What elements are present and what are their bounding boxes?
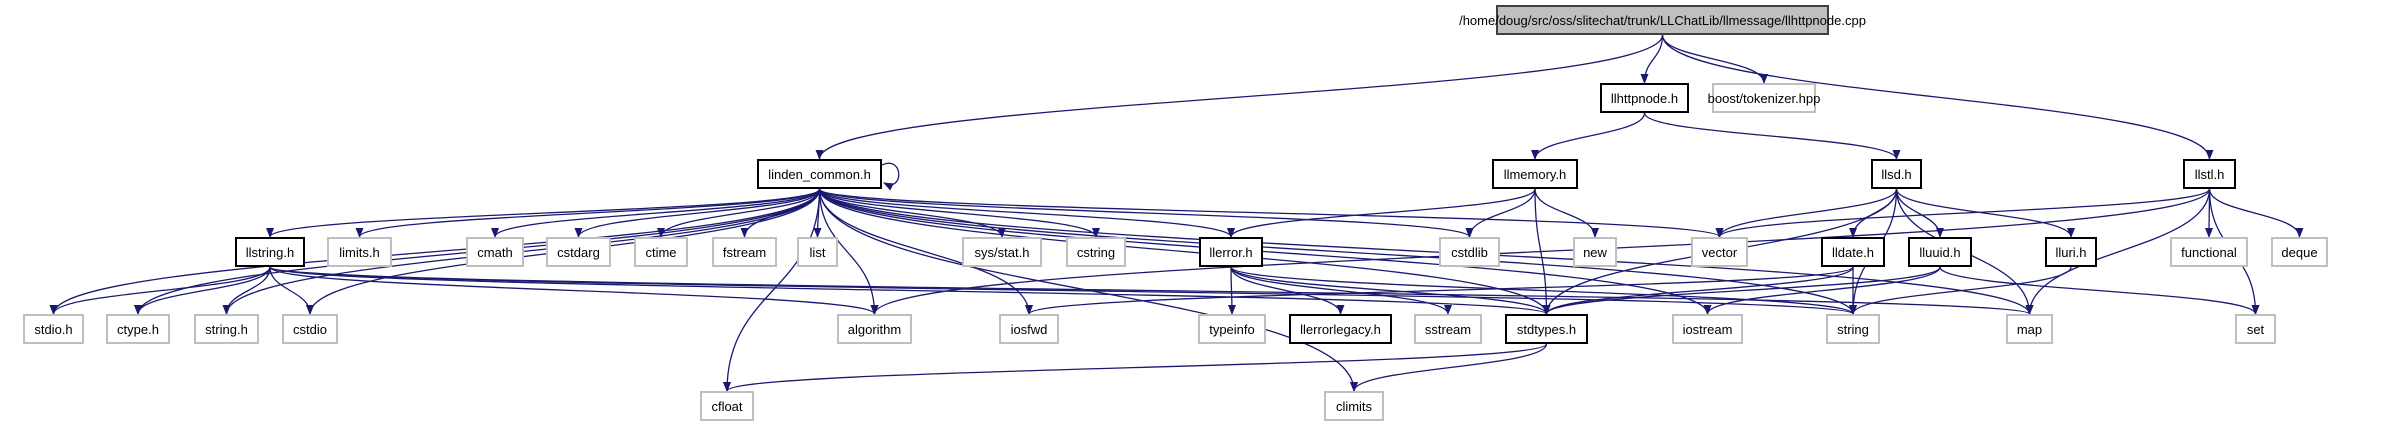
edge-linden_common-to-llstring [266, 188, 821, 238]
edge-llerror-to-typeinfo [1227, 266, 1236, 315]
edge-llhttpnode-to-llmemory [1531, 112, 1646, 160]
edge-llerror-to-llerrorlegacy [1230, 266, 1345, 315]
node-functional[interactable]: functional [2170, 237, 2248, 267]
edge-llmemory-to-new [1534, 188, 1599, 238]
node-vector[interactable]: vector [1691, 237, 1748, 267]
node-stdtypes[interactable]: stdtypes.h [1505, 314, 1588, 344]
edge-root-to-linden_common [815, 34, 1664, 160]
node-cstdio[interactable]: cstdio [282, 314, 338, 344]
edge-linden_common-to-cstdarg [574, 188, 821, 238]
node-map[interactable]: map [2006, 314, 2053, 344]
node-llstring[interactable]: llstring.h [235, 237, 305, 267]
node-climits[interactable]: climits [1324, 391, 1384, 421]
edge-linden_common-to-ctime [657, 188, 821, 238]
edge-linden_common-to-stdio [49, 188, 821, 315]
edge-llstring-to-cstdio [269, 266, 314, 315]
node-string[interactable]: string [1826, 314, 1880, 344]
node-ctime[interactable]: ctime [634, 237, 688, 267]
edge-lluuid-to-iostream [1703, 266, 1941, 315]
node-typeinfo[interactable]: typeinfo [1198, 314, 1266, 344]
edge-linden_common-to-llerror [818, 188, 1235, 238]
node-llstl[interactable]: llstl.h [2183, 159, 2236, 189]
node-iostream[interactable]: iostream [1672, 314, 1743, 344]
node-llerror[interactable]: llerror.h [1199, 237, 1263, 267]
node-stringh[interactable]: string.h [194, 314, 259, 344]
edge-linden_common-to-cstring [818, 188, 1100, 238]
edge-stdtypes-to-climits [1350, 343, 1548, 392]
node-ctype[interactable]: ctype.h [106, 314, 170, 344]
edge-linden_common-to-string [818, 188, 1857, 315]
node-limits[interactable]: limits.h [327, 237, 392, 267]
edge-linden_common-to-iostream [818, 188, 1712, 315]
node-iosfwd[interactable]: iosfwd [999, 314, 1059, 344]
node-lldate[interactable]: lldate.h [1821, 237, 1885, 267]
edge-lldate-to-stdtypes [1542, 266, 1854, 315]
edge-lluuid-to-stdtypes [1542, 266, 1941, 315]
edge-llstring-to-algorithm [269, 266, 879, 315]
edge-llstring-to-stdio [49, 266, 271, 315]
edge-linden_common-to-algorithm [818, 188, 879, 315]
edge-linden_common-to-vector [818, 188, 1724, 238]
node-sstream[interactable]: sstream [1414, 314, 1482, 344]
node-llhttpnode[interactable]: llhttpnode.h [1600, 83, 1689, 113]
node-cstdlib[interactable]: cstdlib [1439, 237, 1500, 267]
edge-llmemory-to-cstdlib [1465, 188, 1536, 238]
edge-llsd-to-lluri [1895, 188, 2075, 238]
edge-lluri-to-string [1849, 266, 2072, 315]
edge-llstl-to-map [2025, 188, 2211, 315]
node-cfloat[interactable]: cfloat [700, 391, 754, 421]
node-deque[interactable]: deque [2271, 237, 2328, 267]
node-cmath[interactable]: cmath [466, 237, 524, 267]
edge-linden_common-to-limits [355, 188, 821, 238]
node-linden_common[interactable]: linden_common.h [757, 159, 882, 189]
edge-lldate-to-iosfwd [1025, 266, 1854, 315]
edge-llstl-to-deque [2208, 188, 2304, 238]
edge-linden_common-to-stdtypes [818, 188, 1551, 315]
node-llerrorlegacy[interactable]: llerrorlegacy.h [1289, 314, 1392, 344]
edge-llstl-to-algorithm [870, 188, 2211, 315]
node-sysstat[interactable]: sys/stat.h [962, 237, 1042, 267]
node-cstdarg[interactable]: cstdarg [546, 237, 611, 267]
node-algorithm[interactable]: algorithm [837, 314, 912, 344]
edge-linden_common-to-linden_common [881, 162, 900, 191]
node-root: /home/doug/src/oss/slitechat/trunk/LLCha… [1459, 5, 1866, 35]
edge-llmemory-to-llerror [1227, 188, 1536, 238]
node-llmemory[interactable]: llmemory.h [1492, 159, 1578, 189]
edge-stdtypes-to-cfloat [723, 343, 1548, 392]
node-set[interactable]: set [2235, 314, 2276, 344]
edge-llstring-to-stringh [222, 266, 271, 315]
edge-llerror-to-sstream [1230, 266, 1452, 315]
edge-llstring-to-map [269, 266, 2033, 315]
edge-llerror-to-string [1230, 266, 1857, 315]
node-tokenizer[interactable]: boost/tokenizer.hpp [1708, 83, 1820, 113]
node-lluri[interactable]: lluri.h [2045, 237, 2097, 267]
edge-root-to-tokenizer [1661, 34, 1768, 84]
edge-linden_common-to-cstdlib [818, 188, 1474, 238]
edge-lluuid-to-set [1939, 266, 2260, 315]
node-cstring[interactable]: cstring [1066, 237, 1126, 267]
edge-llstring-to-ctype [134, 266, 271, 315]
edge-llsd-to-vector [1715, 188, 1898, 238]
edge-llerror-to-stdtypes [1230, 266, 1551, 315]
node-llsd[interactable]: llsd.h [1871, 159, 1922, 189]
edge-llstl-to-vector [1715, 188, 2211, 238]
edge-llhttpnode-to-llsd [1643, 112, 1901, 160]
edge-linden_common-to-cmath [491, 188, 821, 238]
node-fstream[interactable]: fstream [712, 237, 777, 267]
edge-llstring-to-stdtypes [269, 266, 1551, 315]
node-new[interactable]: new [1573, 237, 1617, 267]
edge-llsd-to-lldate [1849, 188, 1898, 238]
node-lluuid[interactable]: lluuid.h [1908, 237, 1972, 267]
edge-linden_common-to-map [818, 188, 2034, 315]
edge-root-to-llstl [1661, 34, 2214, 160]
edge-root-to-llhttpnode [1640, 34, 1664, 84]
edge-linden_common-to-cfloat [723, 188, 821, 392]
node-list[interactable]: list [797, 237, 838, 267]
node-stdio[interactable]: stdio.h [23, 314, 84, 344]
